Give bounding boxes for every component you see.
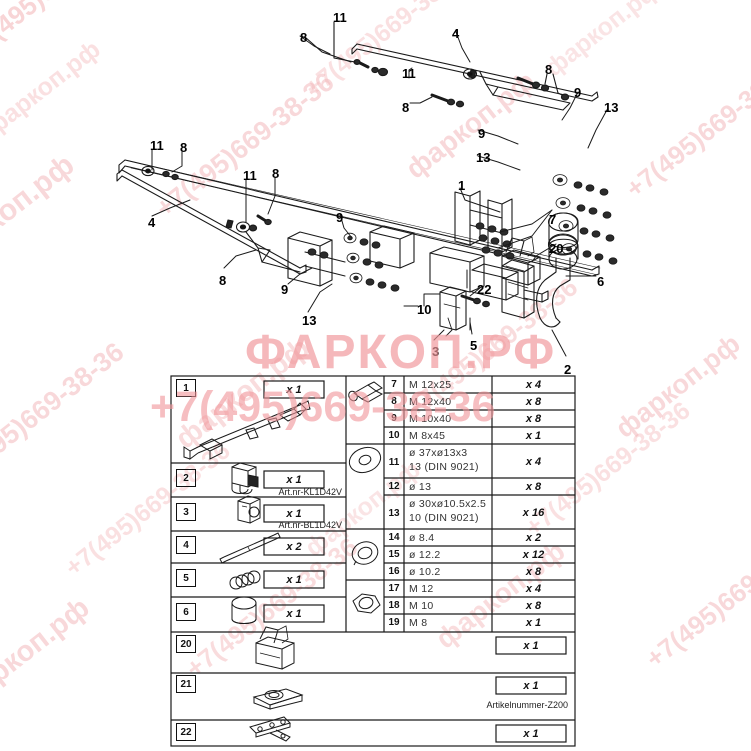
part-artnr-3: Art.nr-BL1D42V [278,520,342,530]
part-qty-15: x 12 [522,548,545,561]
part-qty-2: x 1 [286,473,302,486]
part-spec-7: M 12x25 [409,378,452,391]
watermark-tile-15: +7(495)669-38-36 [640,521,751,674]
main-crossbeam [118,159,601,277]
part-number-20: 20 [176,635,196,653]
icon-bolt [348,381,384,403]
part-qty-5: x 1 [286,573,302,586]
crossbeam-box-sections [369,225,519,301]
bolt-cluster-left [307,232,400,292]
leader-lines [151,31,609,357]
upper-support-bar [351,43,599,111]
part-number-18: 18 [388,600,400,611]
part-spec-10: M 8x45 [409,429,446,442]
exploded-assembly-drawing [0,0,751,375]
part-spec-16: ø 10.2 [409,565,441,578]
tow-ball-assembly [536,212,579,328]
leader-8-upper [409,96,433,104]
part-number-11: 11 [388,457,400,468]
part-qty-11: x 4 [525,455,542,468]
part-spec-14: ø 8.4 [409,531,435,544]
part-artnr-2: Art.nr-KL1D42V [278,487,342,497]
part-number-15: 15 [388,549,400,560]
part-number-3: 3 [176,503,196,521]
part-number-7: 7 [391,379,397,390]
hardware-group-top [304,21,389,77]
icon-lock-housing [237,495,261,524]
hardware-group-upper-right [516,73,570,101]
part-spec-12: ø 13 [409,480,432,493]
part-qty-7: x 4 [525,378,542,391]
icon-ball-mount-bracket [231,462,259,495]
part-number-17: 17 [388,583,400,594]
parts-list-table: 1 2 3 4 5 6 x 1 x 1 x 1 x 2 x 1 x 1 Art.… [170,375,576,747]
icon-flat-washer [348,446,382,474]
part-qty-8: x 8 [525,395,542,408]
icon-socket-plate [252,688,304,710]
part-qty-4: x 2 [286,540,302,553]
part-spec-17: M 12 [409,582,434,595]
part-number-6: 6 [176,603,196,621]
part-number-21: 21 [176,675,196,693]
part-number-8: 8 [391,396,397,407]
icon-socket-connector [255,625,295,670]
center-mount-plates [454,190,513,253]
part-number-2: 2 [176,469,196,487]
left-mount-bracket [287,231,346,287]
part-qty-6: x 1 [286,607,302,620]
icon-spring-washer [351,541,379,566]
watermark-tile-12: фаркоп.рф [0,591,96,716]
part-qty-10: x 1 [525,429,542,442]
part-qty-17: x 4 [525,582,542,595]
part-spec-9: M 10x40 [409,412,452,425]
icon-towbar-crossbeam [183,400,311,460]
part-qty-20: x 1 [523,639,539,652]
part-qty-12: x 8 [525,480,542,493]
part-number-9: 9 [391,413,397,424]
ball-mount-bracket [501,259,549,319]
part-qty-18: x 8 [525,599,542,612]
socket-connector-20 [501,236,541,286]
part-number-16: 16 [388,566,400,577]
part-spec-18: M 10 [409,599,434,612]
part-spec-15: ø 12.2 [409,548,441,561]
part-qty-16: x 8 [525,565,542,578]
part-qty-9: x 8 [525,412,542,425]
leader-11-upper [408,67,413,79]
icon-ball-cover [231,596,257,624]
hardware-lower-bar [141,149,276,232]
part-number-19: 19 [388,617,400,628]
hardware-3-5-22 [423,269,490,331]
part-number-1: 1 [176,379,196,397]
icon-hex-nut [352,593,381,614]
icon-mounting-strap [249,716,291,742]
part-number-22: 22 [176,723,196,741]
part-spec-19: M 8 [409,616,428,629]
part-qty-1: x 1 [286,383,302,396]
part-number-13: 13 [388,508,400,519]
part-spec-11: ø 37xø13x3 [409,447,468,459]
part-qty-13: x 16 [522,506,545,519]
part-qty-22: x 1 [523,727,539,740]
part-spec-13: ø 30xø10.5x2.5 [409,498,487,510]
part-qty-21: x 1 [523,679,539,692]
part-number-10: 10 [388,430,400,441]
part-spec-11b: 13 (DIN 9021) [409,461,479,473]
part-artnr-21: Artikelnummer-Z200 [486,700,568,710]
icon-spring [229,570,261,590]
part-number-12: 12 [388,481,400,492]
bolt-cluster-mid [475,222,515,260]
part-number-14: 14 [388,532,400,543]
part-spec-13b: 10 (DIN 9021) [409,512,479,524]
part-number-5: 5 [176,569,196,587]
lower-support-bar [116,169,307,275]
icon-support-bar [219,532,281,564]
bolt-cluster-right [552,174,618,265]
part-qty-19: x 1 [525,616,542,629]
part-spec-8: M 12x40 [409,395,452,408]
part-qty-14: x 2 [525,531,542,544]
part-qty-3: x 1 [286,507,302,520]
lock-bracket-3 [439,286,467,337]
part-number-4: 4 [176,536,196,554]
